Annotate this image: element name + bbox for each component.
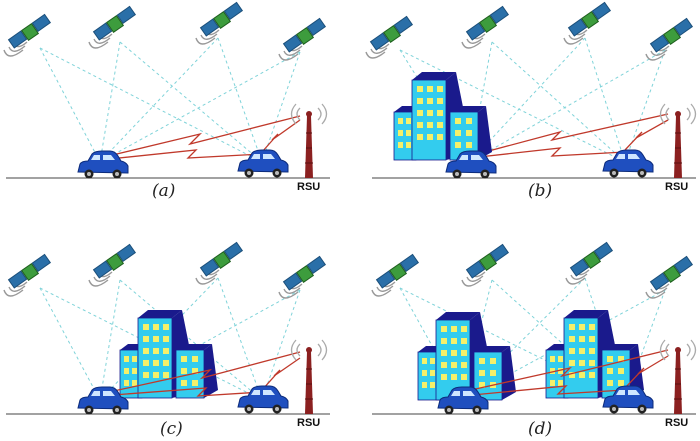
satellite-icon bbox=[195, 241, 244, 285]
satellite-icon bbox=[645, 255, 694, 299]
panel-caption: (a) bbox=[152, 181, 175, 201]
satellite-icon bbox=[645, 17, 694, 61]
v2x-link-lines bbox=[99, 351, 301, 397]
panel-caption: (b) bbox=[528, 181, 552, 201]
satellite-icon bbox=[278, 17, 327, 61]
satellite-icon bbox=[365, 15, 414, 59]
satellite-icon bbox=[461, 5, 510, 49]
panel-c: RSU (c) bbox=[3, 241, 330, 439]
building-icon bbox=[545, 309, 645, 399]
panel-a: RSU (a) bbox=[3, 1, 330, 201]
building-icon bbox=[119, 309, 219, 399]
panel-caption: (c) bbox=[160, 419, 183, 439]
v2x-link-lines bbox=[461, 349, 669, 397]
satellite-icon bbox=[88, 5, 137, 49]
rsu-label: RSU bbox=[665, 417, 688, 429]
rsu-tower-icon bbox=[290, 103, 328, 179]
car-icon bbox=[237, 385, 289, 414]
car-icon bbox=[77, 150, 129, 179]
car-icon bbox=[602, 149, 654, 178]
satellite-icon bbox=[461, 243, 510, 287]
v2x-link-lines bbox=[99, 115, 301, 161]
satellite-icon bbox=[3, 253, 52, 297]
rsu-tower-icon bbox=[659, 339, 697, 415]
rsu-label: RSU bbox=[297, 181, 320, 193]
satellite-icon bbox=[563, 1, 612, 45]
satellite-icon bbox=[278, 255, 327, 299]
satellite-signal-lines bbox=[39, 37, 301, 163]
rsu-tower-icon bbox=[290, 339, 328, 415]
car-icon bbox=[237, 149, 289, 178]
satellite-icon bbox=[371, 253, 420, 297]
satellite-icon bbox=[195, 1, 244, 45]
panel-caption: (d) bbox=[528, 419, 552, 439]
panel-d: RSU (d) bbox=[371, 241, 697, 439]
rsu-label: RSU bbox=[297, 417, 320, 429]
building-icon bbox=[393, 71, 493, 161]
satellite-icon bbox=[3, 13, 52, 57]
panel-b: RSU (b) bbox=[365, 1, 697, 201]
v2x-link-lines bbox=[469, 113, 669, 159]
satellite-icon bbox=[565, 241, 614, 285]
rsu-tower-icon bbox=[659, 103, 697, 179]
rsu-label: RSU bbox=[665, 181, 688, 193]
satellite-icon bbox=[88, 243, 137, 287]
